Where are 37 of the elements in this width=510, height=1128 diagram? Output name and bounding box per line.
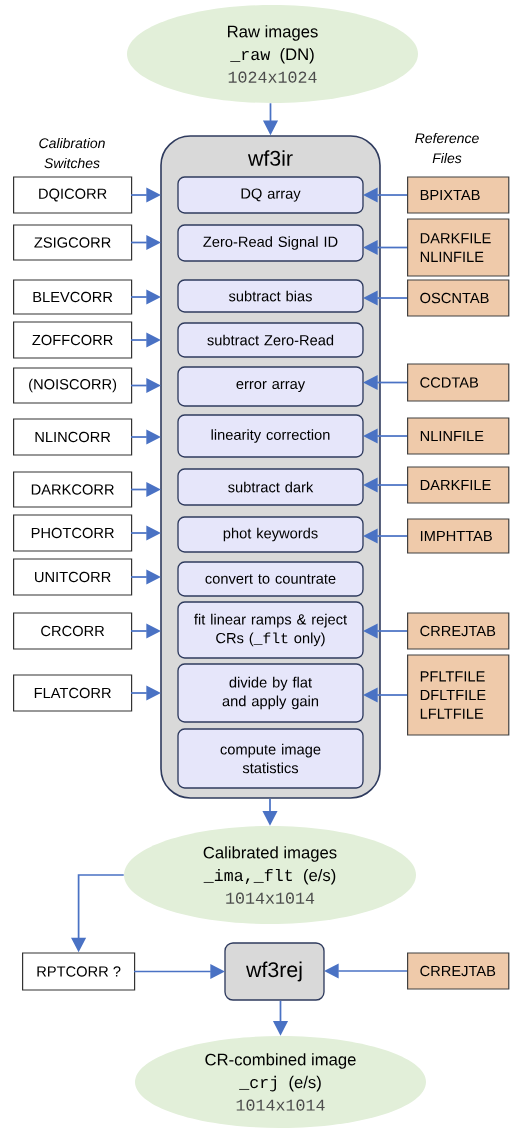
reference-file-box: BPIXTAB [407, 176, 510, 214]
process-box: divide by flat and apply gain [177, 663, 364, 723]
switch-box: DQICORR [13, 176, 133, 214]
switch-box: BLEVCORR [13, 279, 133, 315]
reference-file-box: DARKFILE NLINFILE [407, 218, 510, 277]
switch-box: CRCORR [13, 612, 133, 650]
switch-box: DARKCORR [13, 471, 133, 508]
section-heading: Calibration Switches [39, 137, 105, 169]
section-heading: Reference Files [415, 132, 479, 164]
switch-box: FLATCORR [13, 674, 133, 712]
process-box: subtract dark [177, 468, 364, 506]
process-box: linearity correction [177, 414, 364, 458]
switch-box: PHOTCORR [13, 514, 133, 552]
process-box: DQ array [177, 176, 364, 214]
reference-file-box: CRREJTAB [407, 612, 510, 650]
process-box: error array [177, 366, 364, 407]
reference-file-box: OSCNTAB [407, 279, 510, 317]
reference-file-box: DARKFILE [407, 466, 510, 504]
switch-box: RPTCORR ? [22, 952, 136, 991]
switch-box: NLINCORR [13, 418, 133, 456]
reference-file-box: PFLTFILE DFLTFILE LFLTFILE [407, 654, 510, 736]
switch-box: UNITCORR [13, 558, 133, 596]
process-box: Zero-Read Signal ID [177, 224, 364, 262]
reference-file-box: IMPHTTAB [407, 518, 510, 554]
process-box: convert to countrate [177, 561, 364, 597]
switch-box: ZOFFCORR [13, 321, 133, 359]
process-box: wf3rej [224, 942, 325, 1001]
reference-file-box: CRREJTAB [407, 952, 510, 990]
switch-box: ZSIGCORR [13, 224, 133, 261]
reference-file-box: NLINFILE [407, 417, 510, 455]
reference-file-box: CCDTAB [407, 363, 510, 402]
process-box: phot keywords [177, 516, 364, 553]
process-box: subtract bias [177, 279, 364, 313]
switch-box: (NOISCORR) [13, 367, 133, 404]
process-box: subtract Zero-Read [177, 322, 364, 358]
process-box: fit linear ramps & reject CRs (_flt only) [177, 601, 364, 659]
process-box: compute image statistics [177, 728, 364, 789]
